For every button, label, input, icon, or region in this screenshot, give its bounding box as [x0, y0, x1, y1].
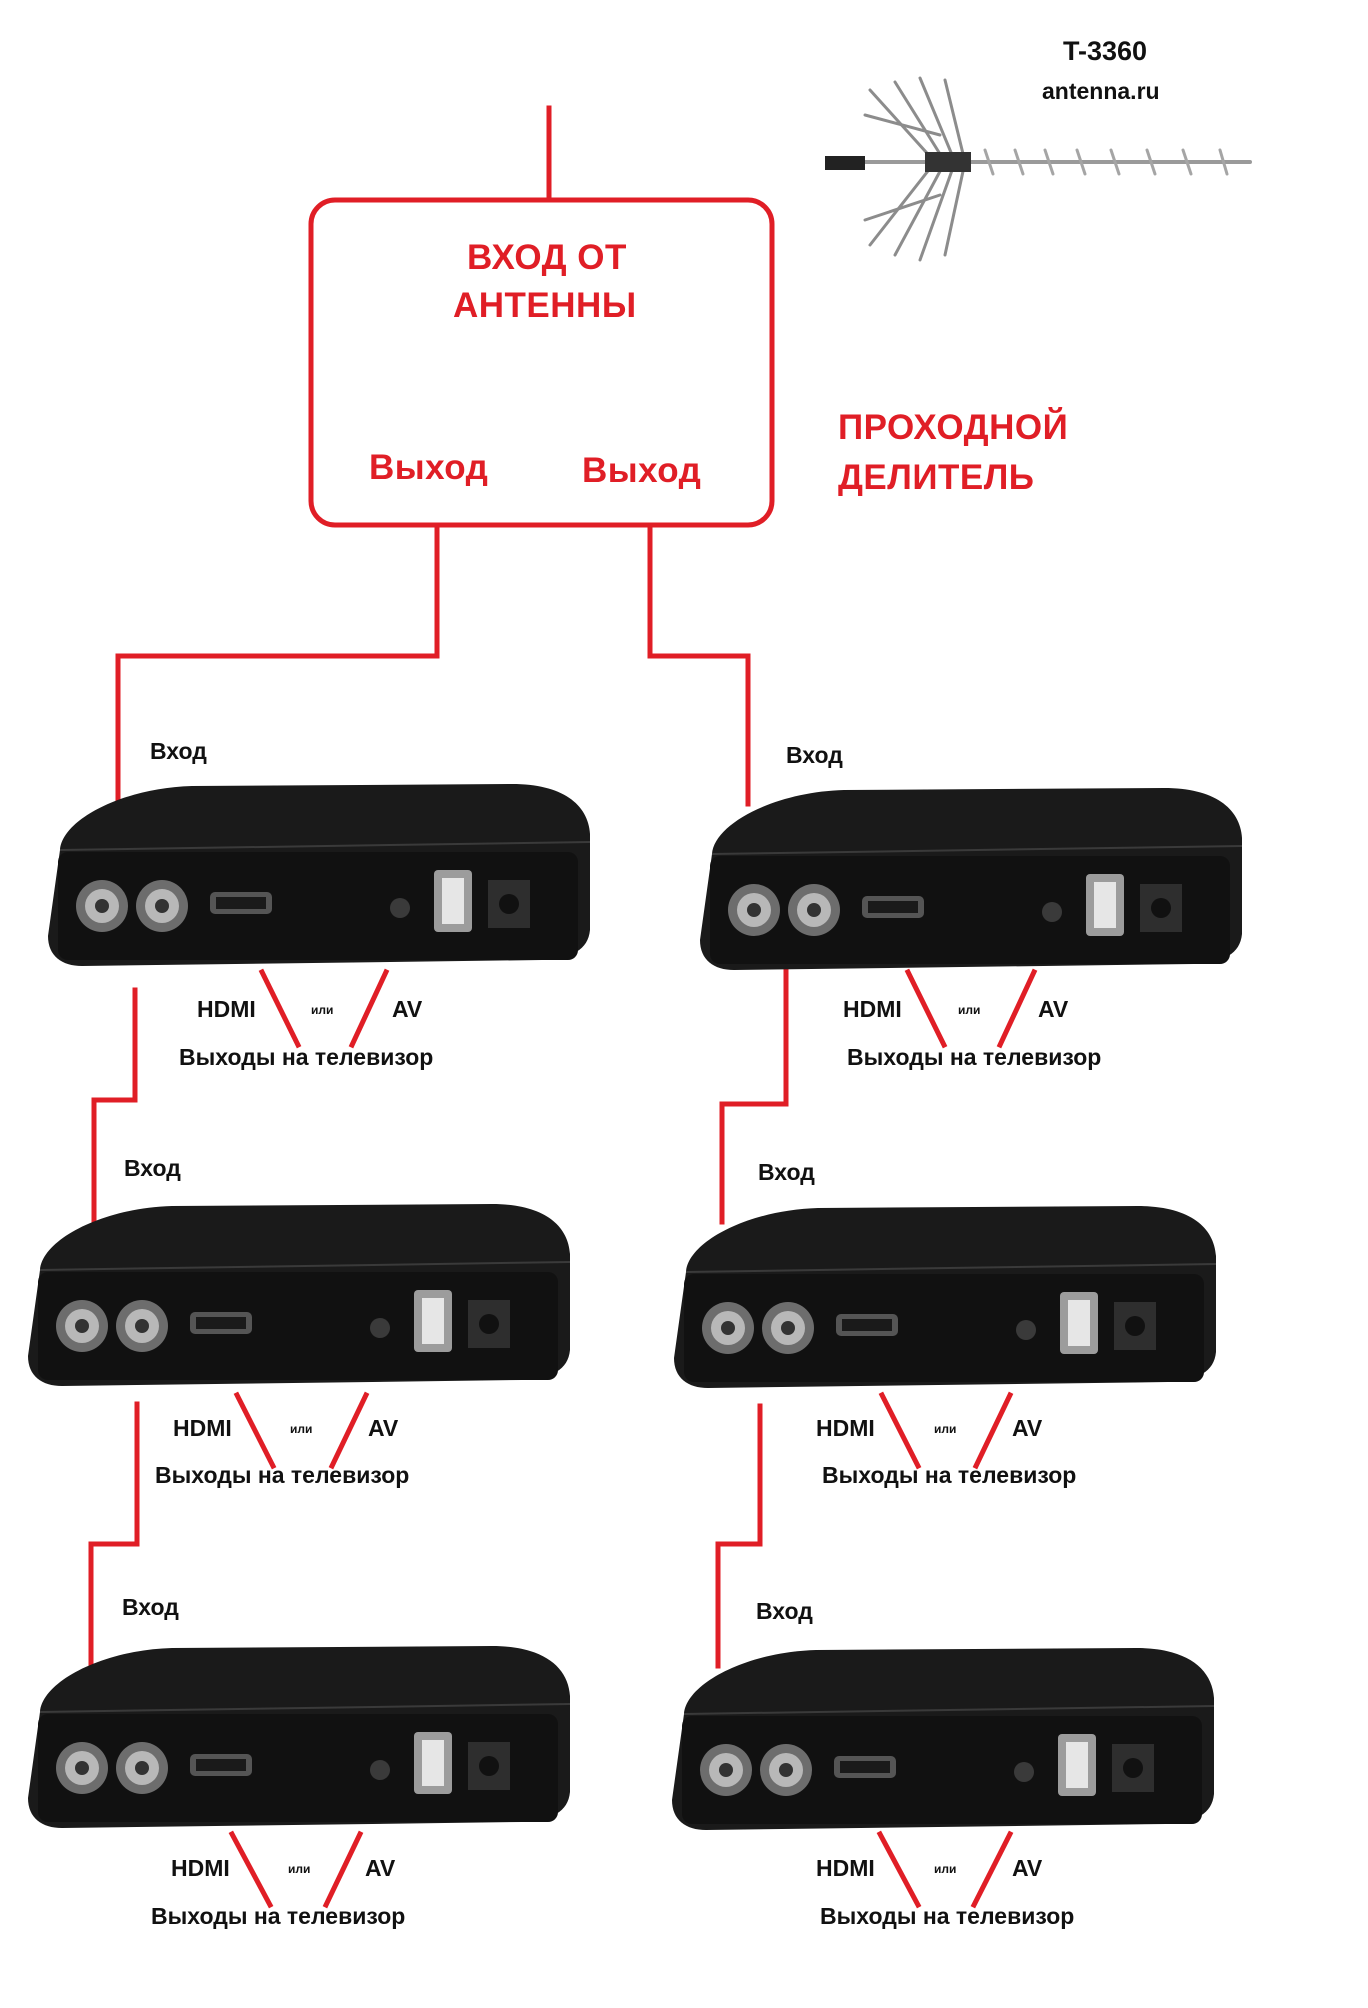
av-wire	[970, 1830, 1014, 1909]
splitter-type-line2: ДЕЛИТЕЛЬ	[838, 458, 1035, 497]
set-top-box-6	[666, 1644, 1218, 1839]
hdmi-wire	[876, 1830, 922, 1909]
set-top-box-icon	[48, 784, 591, 966]
set-top-box-1	[42, 780, 594, 975]
av-wire	[972, 1391, 1014, 1470]
receiver-input-label: Вход	[122, 1594, 179, 1620]
tv-outputs-label: Выходы на телевизор	[155, 1462, 410, 1488]
splitter-output-left: Выход	[369, 448, 489, 487]
set-top-box-icon	[28, 1646, 571, 1828]
or-label: или	[290, 1422, 313, 1436]
tv-outputs-label: Выходы на телевизор	[820, 1903, 1075, 1929]
tv-outputs-label: Выходы на телевизор	[847, 1044, 1102, 1070]
hdmi-label: HDMI	[816, 1415, 875, 1441]
hdmi-wire	[258, 968, 302, 1049]
receiver-input-label: Вход	[150, 738, 207, 764]
av-label: AV	[1012, 1415, 1043, 1441]
set-top-box-4	[668, 1202, 1220, 1397]
tv-outputs-label: Выходы на телевизор	[179, 1044, 434, 1070]
tv-outputs-label: Выходы на телевизор	[822, 1462, 1077, 1488]
set-top-box-2	[694, 784, 1246, 979]
set-top-box-icon	[28, 1204, 571, 1386]
splitter-left-output-wire	[115, 525, 440, 803]
av-label: AV	[392, 996, 423, 1022]
splitter-input-line2: АНТЕННЫ	[453, 286, 637, 325]
website-label: antenna.ru	[1042, 78, 1160, 104]
hdmi-label: HDMI	[171, 1855, 230, 1881]
loop-wire-left-2	[88, 1401, 140, 1667]
output-wires	[228, 968, 1038, 1909]
av-label: AV	[365, 1855, 396, 1881]
loop-wire-left-1	[91, 987, 138, 1223]
splitter-right-output-wire	[647, 525, 751, 807]
hdmi-wire	[878, 1391, 922, 1470]
tv-outputs-label: Выходы на телевизор	[151, 1903, 406, 1929]
antenna-icon	[825, 76, 1252, 262]
av-wire	[328, 1391, 370, 1470]
or-label: или	[288, 1862, 311, 1876]
set-top-box-3	[22, 1200, 574, 1395]
set-top-box-icon	[674, 1206, 1217, 1388]
av-label: AV	[368, 1415, 399, 1441]
av-label: AV	[1012, 1855, 1043, 1881]
or-label: или	[311, 1003, 334, 1017]
av-label: AV	[1038, 996, 1069, 1022]
hdmi-label: HDMI	[816, 1855, 875, 1881]
hdmi-label: HDMI	[843, 996, 902, 1022]
set-top-box-5	[22, 1642, 574, 1837]
model-label: T-3360	[1063, 36, 1148, 66]
hdmi-label: HDMI	[197, 996, 256, 1022]
splitter-input-line1: ВХОД ОТ	[467, 238, 627, 277]
av-wire	[348, 968, 390, 1049]
receiver-input-label: Вход	[758, 1159, 815, 1185]
av-wire	[322, 1830, 364, 1909]
receiver-input-label: Вход	[124, 1155, 181, 1181]
set-top-box-icon	[700, 788, 1243, 970]
or-label: или	[958, 1003, 981, 1017]
hdmi-label: HDMI	[173, 1415, 232, 1441]
or-label: или	[934, 1422, 957, 1436]
splitter-output-right: Выход	[582, 451, 702, 490]
splitter-box	[308, 197, 775, 528]
hdmi-wire	[233, 1391, 277, 1470]
or-label: или	[934, 1862, 957, 1876]
hdmi-wire	[904, 968, 948, 1049]
splitter-type-line1: ПРОХОДНОЙ	[838, 408, 1069, 447]
hdmi-wire	[228, 1830, 274, 1909]
set-top-box-icon	[672, 1648, 1215, 1830]
av-wire	[996, 968, 1038, 1049]
loop-wire-right-1	[719, 967, 789, 1225]
loop-wire-right-2	[715, 1403, 763, 1669]
receiver-input-label: Вход	[786, 742, 843, 768]
receiver-input-label: Вход	[756, 1598, 813, 1624]
